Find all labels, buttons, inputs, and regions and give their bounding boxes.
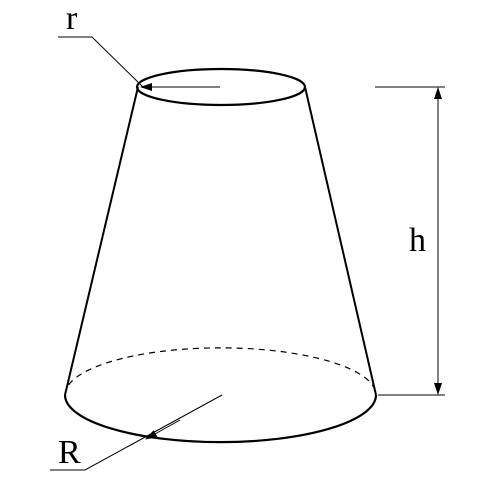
left-side-line xyxy=(64,86,139,396)
bottom-ellipse-front xyxy=(63,394,378,444)
bottom-radius-label: R xyxy=(58,434,81,471)
height-label: h xyxy=(409,222,426,259)
right-side-line xyxy=(304,86,377,396)
top-radius-label: r xyxy=(66,0,78,37)
top-radius-leader xyxy=(58,36,144,88)
bottom-radius-arrow xyxy=(145,419,181,440)
bottom-radius-leader xyxy=(50,394,223,471)
bottom-ellipse-back xyxy=(64,347,377,396)
